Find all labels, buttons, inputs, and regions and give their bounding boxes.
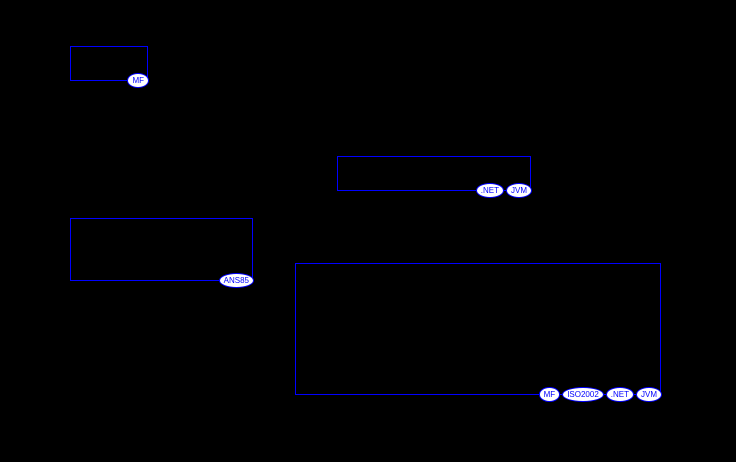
dialect-badge-jvm: JVM — [506, 183, 532, 198]
syntax-box-3: ANS85 — [70, 218, 254, 288]
dialect-badge-net: .NET — [605, 387, 634, 402]
dialect-badge-jvm: JVM — [636, 387, 662, 402]
dialect-badge-ans85: ANS85 — [218, 273, 254, 288]
dialect-badge-mf: MF — [538, 387, 561, 402]
dialect-badge-iso2002: ISO2002 — [562, 387, 604, 402]
dialect-badge-net: .NET — [475, 183, 504, 198]
dialect-badge-row: ANS85 — [218, 273, 254, 288]
syntax-box-1: MF — [70, 46, 149, 88]
dialect-badge-row: MF — [127, 73, 149, 88]
dialect-badge-mf: MF — [127, 73, 149, 88]
